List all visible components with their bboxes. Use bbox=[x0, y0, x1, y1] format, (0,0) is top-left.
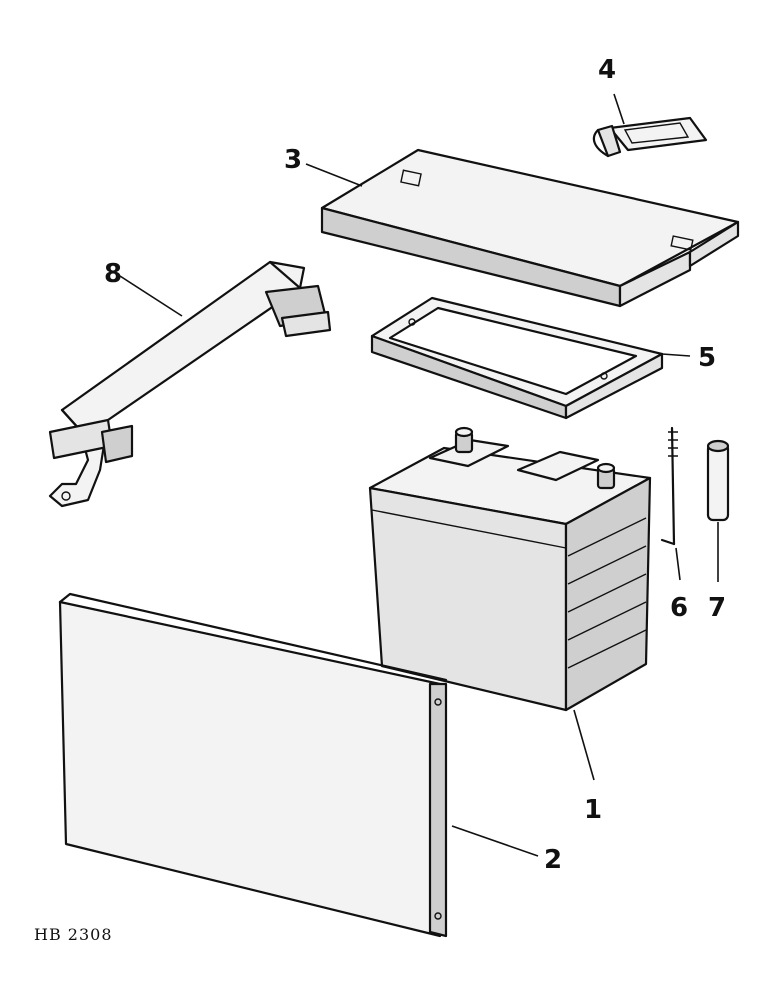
callout-4: 4 bbox=[598, 55, 616, 85]
part-frame-5 bbox=[370, 296, 664, 420]
callout-6: 6 bbox=[670, 593, 688, 623]
part-sleeve-7 bbox=[706, 439, 730, 522]
callout-5: 5 bbox=[698, 343, 716, 373]
part-strap-8 bbox=[48, 260, 332, 508]
callout-3: 3 bbox=[284, 145, 302, 175]
part-clamp-4 bbox=[592, 116, 708, 158]
part-battery-1 bbox=[368, 426, 652, 712]
part-rod-6 bbox=[660, 426, 678, 546]
leader-lines bbox=[119, 93, 719, 857]
figure-code: HB 2308 bbox=[34, 925, 113, 944]
part-cover-3 bbox=[320, 148, 740, 308]
part-panel-2 bbox=[58, 592, 448, 938]
callout-1: 1 bbox=[584, 795, 602, 825]
callout-8: 8 bbox=[104, 259, 122, 289]
callout-2: 2 bbox=[544, 845, 562, 875]
callout-7: 7 bbox=[708, 593, 726, 623]
